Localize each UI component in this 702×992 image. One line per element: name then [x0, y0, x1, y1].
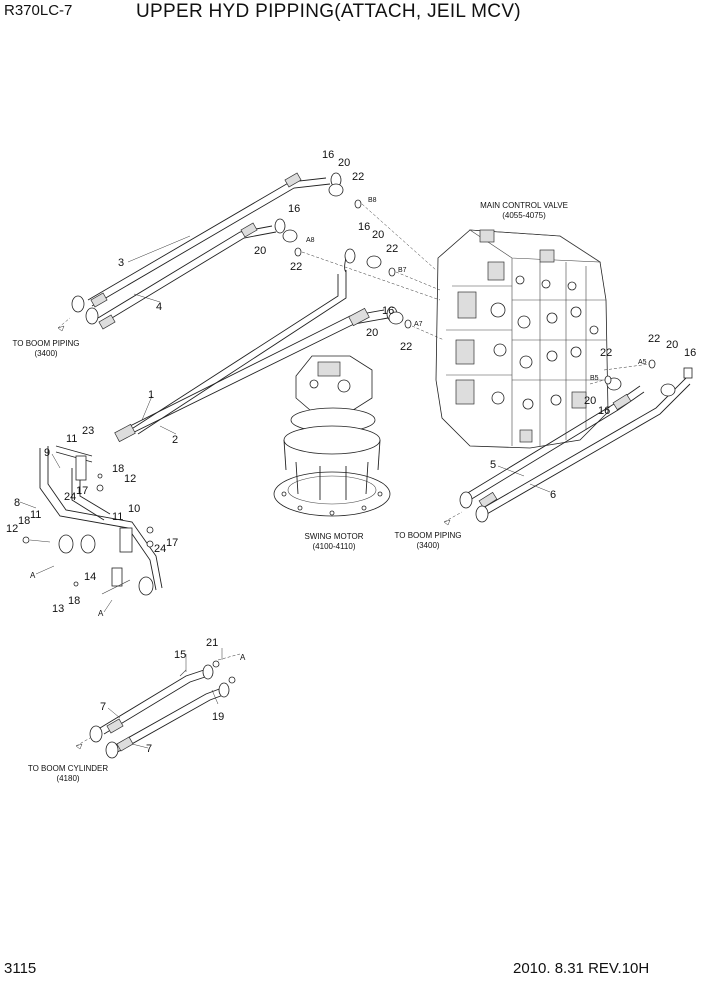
callout-4: 4: [156, 301, 162, 313]
boom-cylinder-hoses: [89, 660, 236, 759]
callout-20: 20: [584, 395, 596, 407]
callout-21: 21: [206, 637, 218, 649]
callout-20: 20: [666, 339, 678, 351]
port-label: B5: [590, 375, 599, 382]
callout-18: 18: [18, 515, 30, 527]
callout-18: 18: [112, 463, 124, 475]
view-marker: A: [30, 571, 36, 580]
port-label: B7: [398, 267, 407, 274]
callout-19: 19: [212, 711, 224, 723]
callout-23: 23: [82, 425, 94, 437]
callout-24: 24: [154, 543, 166, 555]
callout-20: 20: [338, 157, 350, 169]
callout-15: 15: [174, 649, 186, 661]
to-boom-piping-left-ref: (3400): [34, 349, 57, 358]
callout-17: 17: [76, 485, 88, 497]
page-title: UPPER HYD PIPPING(ATTACH, JEIL MCV): [136, 1, 521, 22]
to-boom-piping-right-ref: (3400): [416, 541, 439, 550]
view-marker: A: [98, 609, 104, 618]
port-connectors: [57, 203, 651, 747]
callout-16: 16: [358, 221, 370, 233]
callout-1: 1: [148, 389, 154, 401]
callout-5: 5: [490, 459, 496, 471]
callout-20: 20: [372, 229, 384, 241]
manifold-pipes: [22, 445, 163, 596]
callout-16: 16: [382, 305, 394, 317]
callout-12: 12: [124, 473, 136, 485]
callout-22: 22: [600, 347, 612, 359]
callout-22: 22: [352, 171, 364, 183]
callout-6: 6: [550, 489, 556, 501]
swing-motor: [273, 355, 391, 517]
model-number: R370LC-7: [4, 2, 73, 19]
callout-16: 16: [288, 203, 300, 215]
callout-8: 8: [14, 497, 20, 509]
port-label: A5: [638, 359, 647, 366]
to-boom-piping-left-caption: TO BOOM PIPING: [13, 339, 80, 348]
callout-9: 9: [44, 447, 50, 459]
hoses-3-4: [71, 172, 342, 330]
callout-14: 14: [84, 571, 96, 583]
pipes-1-2: [114, 248, 398, 443]
callout-22: 22: [400, 341, 412, 353]
port-label: B8: [368, 197, 377, 204]
callout-11: 11: [30, 509, 41, 521]
callout-22: 22: [290, 261, 302, 273]
callout-24: 24: [64, 491, 76, 503]
mcv-ref: (4055-4075): [502, 211, 546, 220]
leader-lines: [19, 235, 551, 749]
main-control-valve: [435, 229, 609, 449]
revision-date: 2010. 8.31 REV.10H: [513, 960, 650, 977]
port-label: A7: [414, 321, 423, 328]
callout-13: 13: [52, 603, 64, 615]
hoses-5-6: [459, 367, 693, 523]
callout-10: 10: [128, 503, 140, 515]
callout-2: 2: [172, 434, 178, 446]
mcv-caption: MAIN CONTROL VALVE: [480, 201, 568, 210]
to-boom-piping-right-caption: TO BOOM PIPING: [395, 531, 462, 540]
callout-20: 20: [254, 245, 266, 257]
callout-16: 16: [322, 149, 334, 161]
callout-11: 11: [66, 433, 77, 445]
swing-motor-ref: (4100-4110): [313, 542, 356, 551]
port-label: A8: [306, 237, 315, 244]
callout-16: 16: [598, 405, 610, 417]
swing-motor-caption: SWING MOTOR: [305, 532, 364, 541]
view-marker: A: [240, 653, 246, 662]
fittings: [282, 183, 656, 385]
callout-22: 22: [648, 333, 660, 345]
callout-18: 18: [68, 595, 80, 607]
callout-3: 3: [118, 257, 124, 269]
callout-22: 22: [386, 243, 398, 255]
callout-7: 7: [100, 701, 106, 713]
callout-16: 16: [684, 347, 696, 359]
callout-12: 12: [6, 523, 18, 535]
to-boom-cylinder-ref: (4180): [56, 774, 79, 783]
page-number: 3115: [4, 960, 37, 977]
to-boom-cylinder-caption: TO BOOM CYLINDER: [28, 764, 109, 773]
callout-11: 11: [112, 511, 123, 523]
callout-20: 20: [366, 327, 378, 339]
callout-17: 17: [166, 537, 178, 549]
callout-7: 7: [146, 743, 152, 755]
